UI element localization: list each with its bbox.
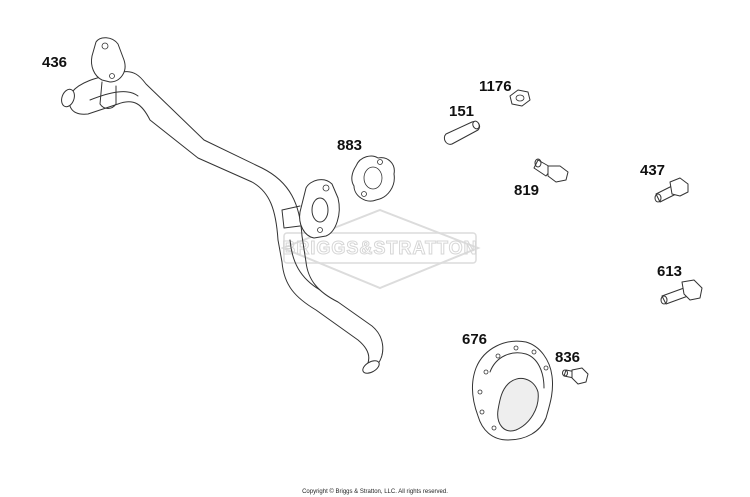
label-613: 613 [657, 263, 682, 280]
label-1176: 1176 [479, 78, 512, 95]
label-883: 883 [337, 137, 362, 154]
brand-watermark: BRIGGS&STRATTON [280, 208, 481, 290]
part-676-cover[interactable] [471, 340, 553, 441]
label-436: 436 [42, 54, 67, 71]
label-437: 437 [640, 162, 665, 179]
part-1176-nut[interactable] [509, 89, 531, 107]
part-613-screw[interactable] [660, 279, 703, 305]
part-437-screw[interactable] [654, 177, 689, 203]
part-436-tube[interactable] [59, 37, 384, 376]
label-836: 836 [555, 349, 580, 366]
label-819: 819 [514, 182, 539, 199]
watermark-text: BRIGGS&STRATTON [282, 238, 477, 258]
part-819-screw[interactable] [533, 158, 569, 183]
part-883-gasket[interactable] [351, 155, 395, 202]
part-151-pin[interactable] [443, 120, 481, 145]
label-676: 676 [462, 331, 487, 348]
copyright-text: Copyright © Briggs & Stratton, LLC. All … [302, 488, 448, 495]
part-836-screw[interactable] [562, 367, 589, 385]
label-151: 151 [449, 103, 474, 120]
